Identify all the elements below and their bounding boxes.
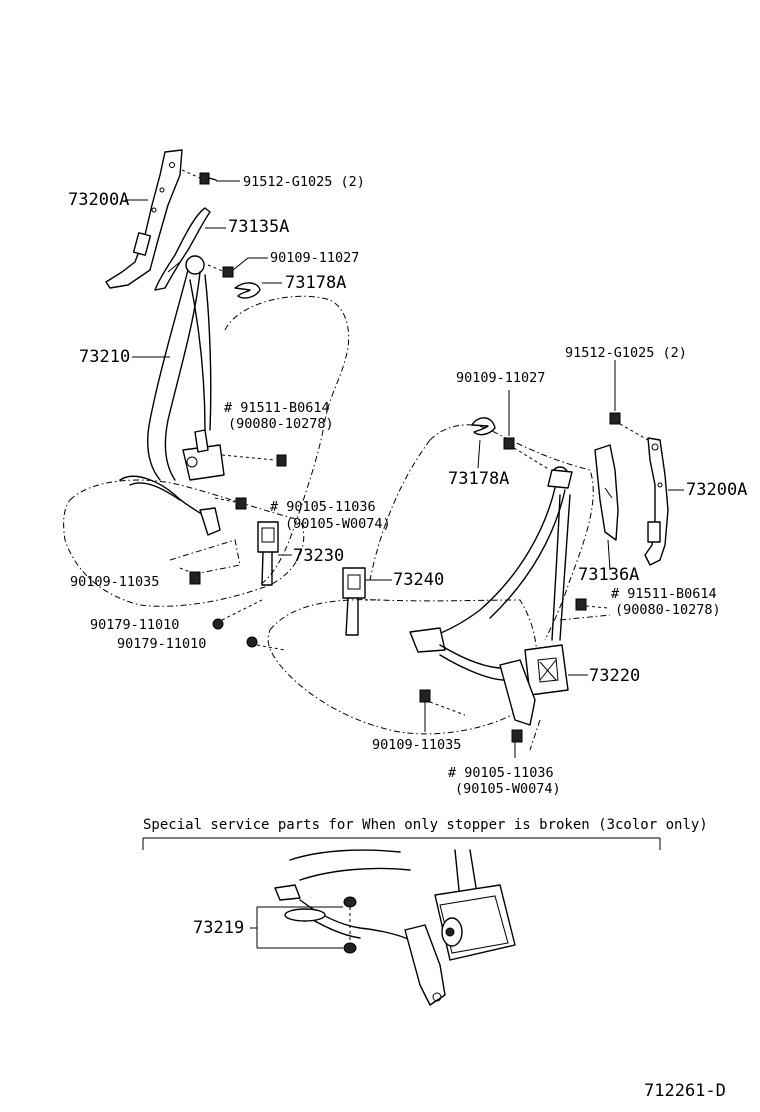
label-91512-left: 91512-G1025 (2) (243, 174, 365, 190)
label-73230: 73230 (293, 546, 344, 566)
guide-73178A-left (234, 282, 282, 299)
bolt-91511-left (221, 454, 287, 467)
belt-73220 (409, 466, 588, 726)
label-73136A: 73136A (578, 565, 639, 585)
label-90179-a: 90179-11010 (90, 617, 179, 633)
label-73178A-right: 73178A (448, 469, 509, 489)
buckle-73240 (342, 567, 392, 636)
bolt-91512-left (181, 169, 240, 185)
label-90109-11027-right: 90109-11027 (456, 370, 545, 386)
label-73219: 73219 (193, 918, 244, 938)
bolt-90105-right (511, 729, 523, 758)
guide-73178A-right (471, 417, 496, 469)
label-90109-11035-left: 90109-11035 (70, 574, 159, 590)
bolt-90109-11035-left (179, 567, 201, 585)
label-73220: 73220 (589, 666, 640, 686)
label-73200A-left: 73200A (68, 190, 129, 210)
bolt-91512-right (609, 360, 649, 441)
label-90080-left: (90080-10278) (228, 416, 334, 432)
bolt-90109-11027-right (503, 390, 551, 471)
anchor-plate-73200A-left (105, 149, 183, 289)
buckle-73230 (257, 521, 292, 586)
left-seat-outline (63, 295, 350, 607)
stopper-detail (250, 849, 516, 1006)
label-73135A: 73135A (228, 217, 289, 237)
label-90105w-left: (90105-W0074) (285, 516, 391, 532)
bolt-91511-right (575, 598, 609, 611)
label-73178A-left: 73178A (285, 273, 346, 293)
bolt-90105-left (214, 497, 247, 510)
label-73240: 73240 (393, 570, 444, 590)
label-90105-right: # 90105-11036 (448, 765, 554, 781)
label-90109-11035-right: 90109-11035 (372, 737, 461, 753)
special-service-caption: Special service parts for When only stop… (143, 817, 708, 833)
belt-73210 (119, 255, 225, 536)
label-90105w-right: (90105-W0074) (455, 781, 561, 797)
label-90109-11027-left: 90109-11027 (270, 250, 359, 266)
anchor-plate-73200A-right (644, 437, 684, 566)
label-91511-left: # 91511-B0614 (224, 400, 330, 416)
label-90179-b: 90179-11010 (117, 636, 206, 652)
special-service-bracket (142, 837, 661, 850)
part-labels: 73200A 91512-G1025 (2) 73135A 90109-1102… (68, 174, 747, 1101)
label-90105-left: # 90105-11036 (270, 499, 376, 515)
label-73200A-right: 73200A (686, 480, 747, 500)
diagram-code: 712261-D (644, 1081, 726, 1101)
nuts-90179 (212, 599, 286, 651)
label-90080-right: (90080-10278) (615, 602, 721, 618)
label-73210: 73210 (79, 347, 130, 367)
label-91511-right: # 91511-B0614 (611, 586, 717, 602)
bolt-90109-11035-right (419, 689, 466, 732)
label-91512-right: 91512-G1025 (2) (565, 345, 687, 361)
bolt-90109-11027-left (207, 257, 268, 278)
pillar-cover-73136A (594, 444, 619, 571)
pillar-cover-73135A (154, 207, 211, 291)
